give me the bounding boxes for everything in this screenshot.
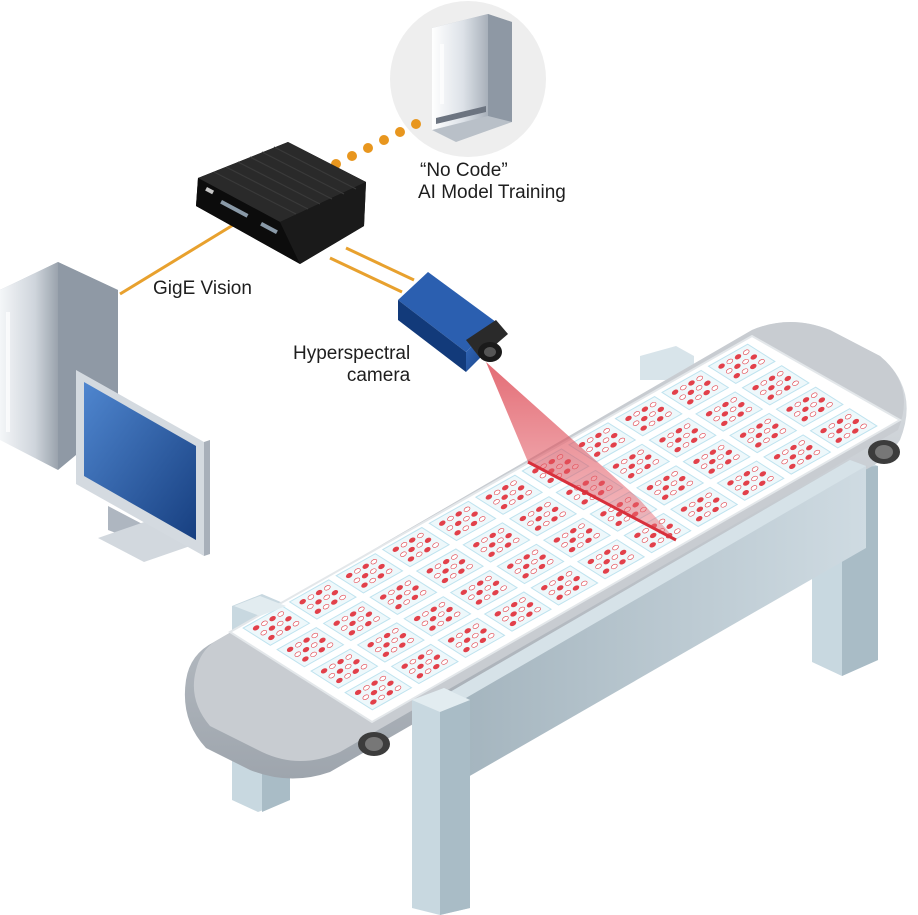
ai-training-label-line1: “No Code”	[418, 160, 566, 182]
ai-training-label-line2: AI Model Training	[418, 182, 566, 204]
server-tower-icon	[390, 1, 546, 157]
camera-label-line1: Hyperspectral	[293, 343, 410, 365]
camera-label: Hyperspectral camera	[293, 343, 410, 387]
monitor-icon	[76, 370, 210, 562]
ai-training-label: “No Code” AI Model Training	[418, 160, 566, 204]
edge-computer-icon	[196, 142, 366, 264]
hyperspectral-camera-icon	[398, 272, 508, 372]
gige-vision-label: GigE Vision	[153, 278, 252, 300]
camera-label-line2: camera	[293, 365, 410, 387]
